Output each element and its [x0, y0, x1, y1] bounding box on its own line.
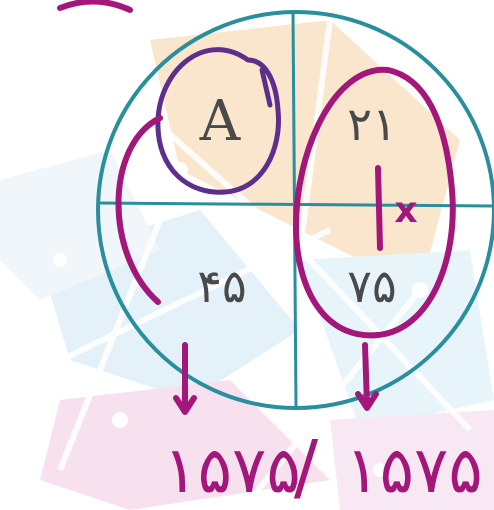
marker-x: x [394, 190, 417, 231]
top-scribble [60, 1, 130, 10]
quadrant-bottom-right-label: ۷۵ [347, 259, 396, 313]
quadrant-top-right-label: ۲۱ [347, 97, 396, 151]
result-left: ۱۵۷۵ [163, 434, 301, 508]
quadrant-bottom-left-label: ۴۵ [197, 259, 246, 313]
quadrant-top-left-label: A [199, 89, 241, 154]
result-separator: / [294, 425, 319, 509]
right-loop-tick [378, 168, 380, 248]
result-right: ۱۵۷۵ [345, 434, 483, 508]
